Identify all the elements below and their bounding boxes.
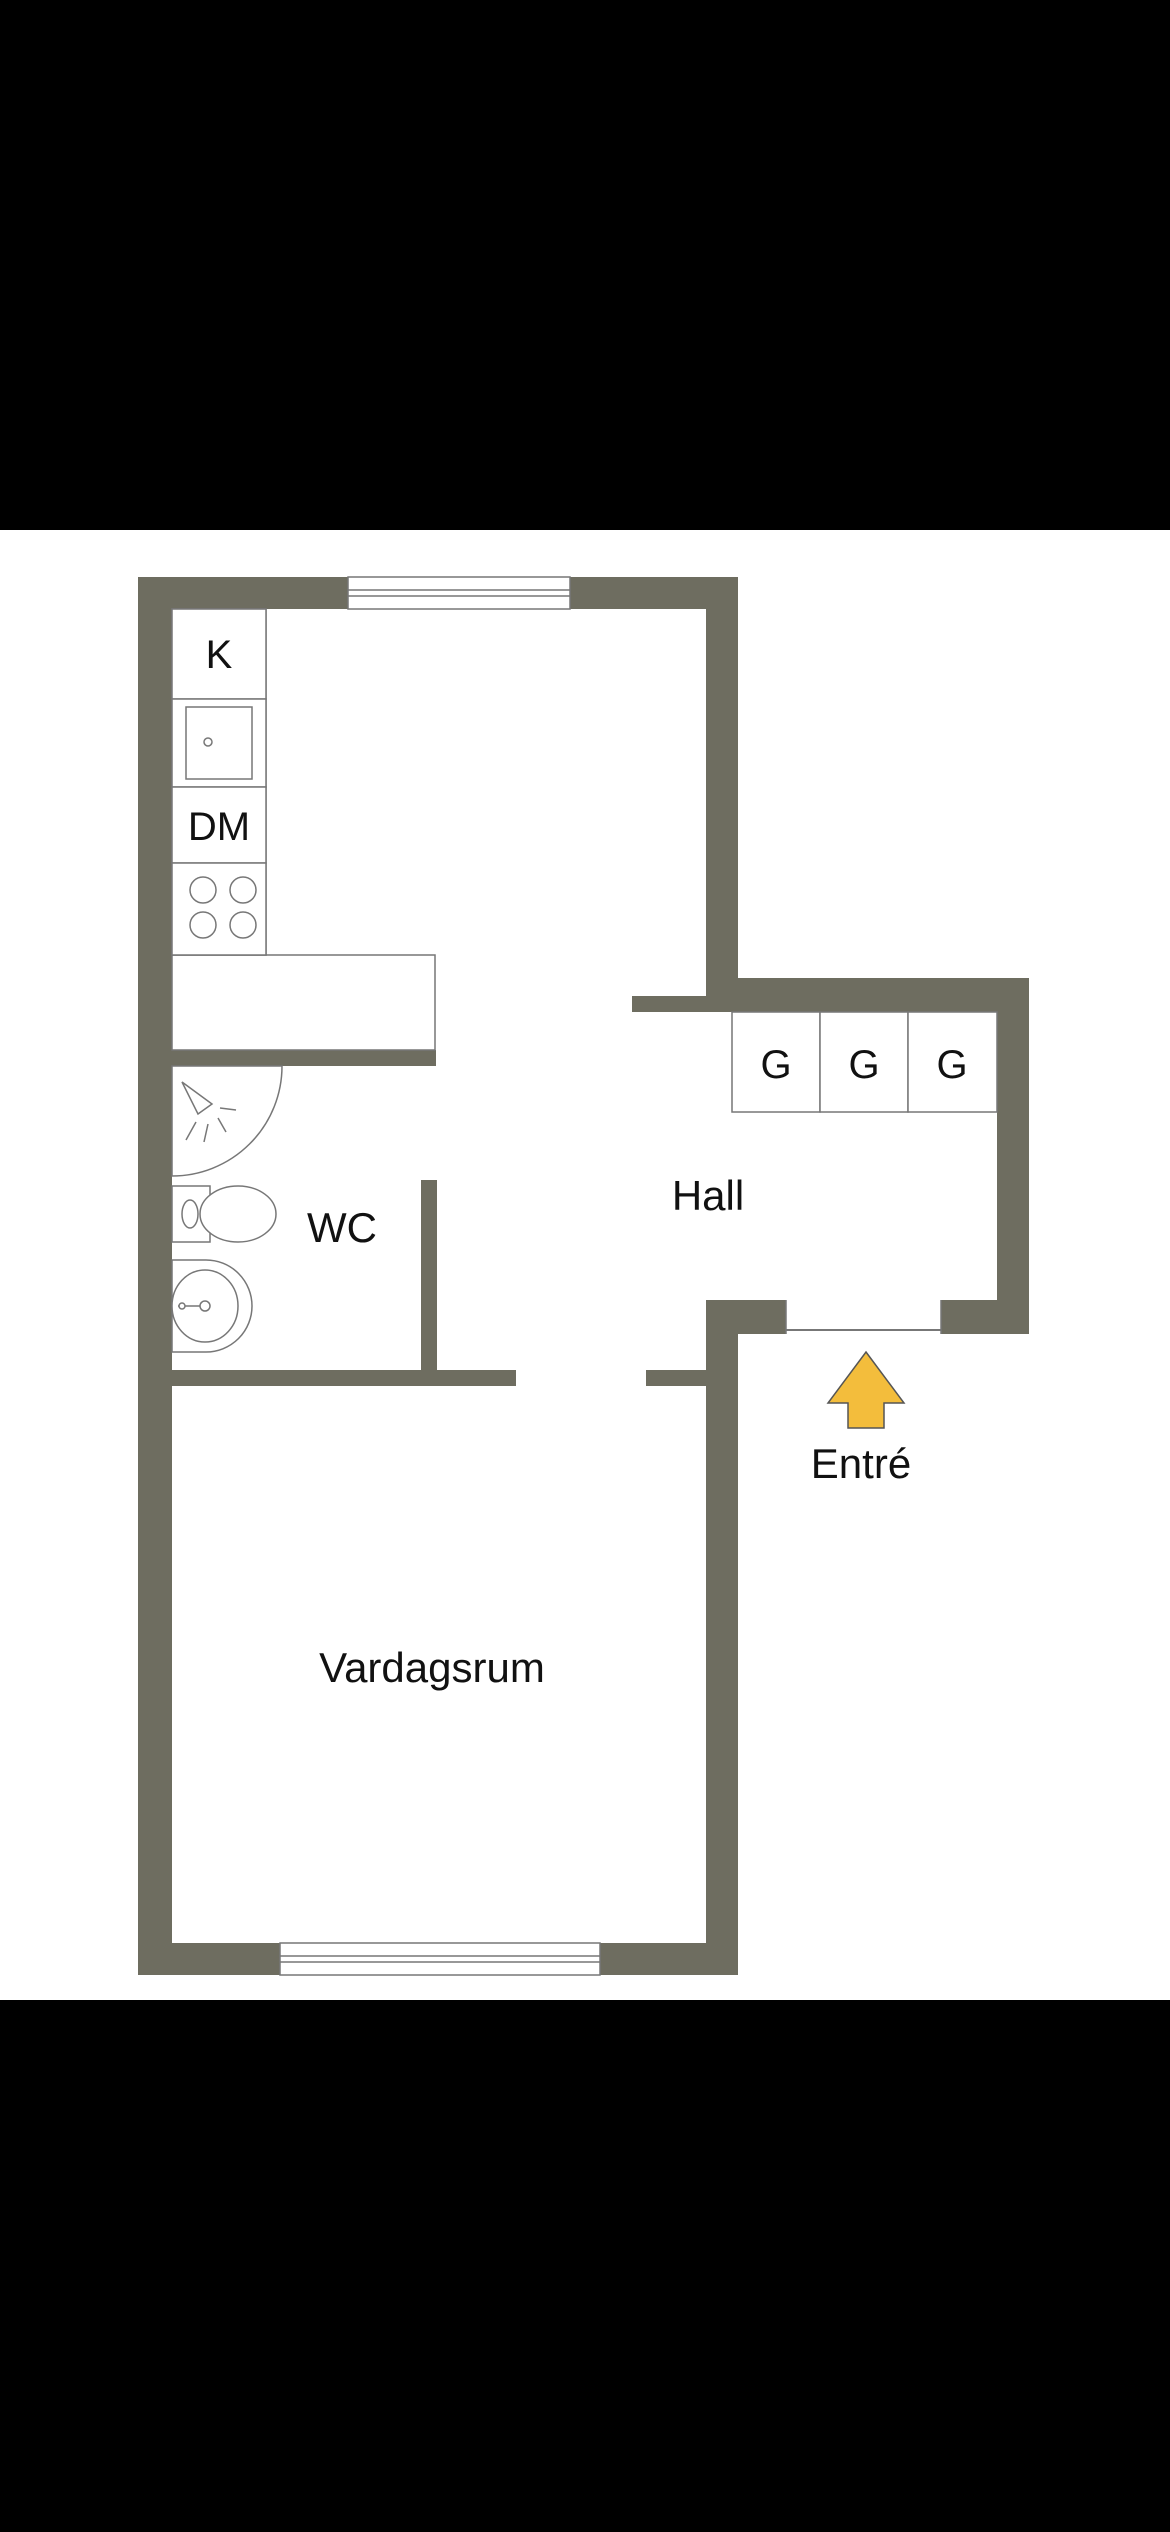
- wardrobe-2: [819, 1011, 909, 1113]
- wall-annex-bottom-left: [706, 1300, 786, 1334]
- wall-wc-living: [172, 1370, 516, 1386]
- washbasin-icon: [171, 1259, 253, 1353]
- wall-hall-living-stub: [646, 1370, 706, 1386]
- arrow-up-icon: [826, 1350, 906, 1429]
- fridge-label: K: [206, 633, 233, 677]
- sink-icon: [185, 706, 253, 780]
- wall-left: [138, 577, 172, 1975]
- wall-annex-top: [706, 978, 1029, 1012]
- window-top: [347, 576, 571, 610]
- kitchen-counter: [171, 954, 436, 1051]
- stove-box: [171, 862, 267, 956]
- wall-hall-stub: [632, 996, 712, 1012]
- kitchen: [171, 608, 436, 1051]
- wardrobe-2-label: G: [848, 1043, 879, 1087]
- wardrobe-3: [907, 1011, 998, 1113]
- wardrobe-1: [731, 1011, 821, 1113]
- shower-icon: [171, 1065, 283, 1177]
- shower-head: [181, 1081, 237, 1143]
- room-label-wc: WC: [307, 1204, 377, 1251]
- room-label-living: Vardagsrum: [319, 1644, 545, 1691]
- wardrobes: [731, 1011, 998, 1113]
- entry-door: [785, 1300, 942, 1334]
- stove-icon: [189, 876, 257, 939]
- wall-annex-bottom-right: [941, 1300, 1029, 1334]
- wc-fixtures: [171, 1065, 283, 1353]
- room-label-hall: Hall: [672, 1172, 744, 1219]
- wardrobe-3-label: G: [936, 1043, 967, 1087]
- wall-right-lower: [706, 1300, 738, 1975]
- wall-wc-hall: [421, 1180, 437, 1376]
- dishwasher-box: [171, 786, 267, 864]
- wardrobe-1-label: G: [760, 1043, 791, 1087]
- entry-label: Entré: [811, 1440, 911, 1487]
- wall-annex-right: [997, 978, 1029, 1334]
- fridge-box: [171, 608, 267, 700]
- dishwasher-label: DM: [188, 805, 250, 849]
- sink-drain: [203, 737, 213, 747]
- window-bottom: [279, 1942, 601, 1976]
- wall-right-upper: [706, 577, 738, 979]
- wall-kitchen-wc: [172, 1050, 436, 1066]
- toilet-icon: [171, 1185, 277, 1243]
